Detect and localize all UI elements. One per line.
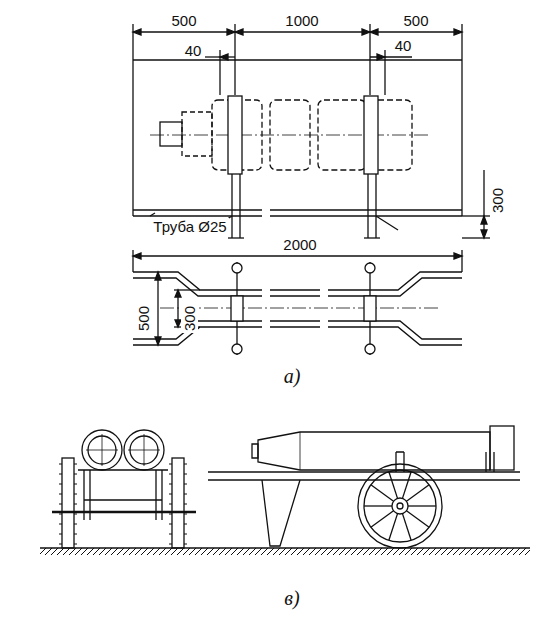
- wheel-spoke: [408, 505, 436, 506]
- dimension-label: 1000: [283, 12, 320, 29]
- wheel-spoke: [371, 485, 394, 501]
- wheel-tooth: [169, 534, 187, 535]
- wheel-tooth: [169, 504, 187, 505]
- wheel-tooth: [169, 494, 187, 495]
- wheel-tooth: [59, 464, 77, 465]
- wheel-spoke: [406, 485, 429, 501]
- wheel-spoke: [389, 472, 398, 499]
- dimension-label: 40: [393, 37, 414, 54]
- dimension-label: 40: [183, 42, 204, 59]
- elevation-view: [133, 24, 490, 238]
- wheel-spoke: [402, 514, 411, 541]
- wheel-tooth: [169, 474, 187, 475]
- dimension-label: 2000: [281, 236, 318, 253]
- figure-letter: в): [282, 587, 301, 609]
- wheel-tooth: [59, 524, 77, 525]
- wheel-tooth: [59, 484, 77, 485]
- wheel-spoke: [406, 511, 429, 527]
- wheel-tooth: [59, 494, 77, 495]
- wheel-spoke: [371, 511, 394, 527]
- wheel-tooth: [59, 544, 77, 545]
- dimension-label: Труба Ø25: [151, 218, 228, 235]
- wheel-tooth: [169, 544, 187, 545]
- wheel-tooth: [59, 474, 77, 475]
- wheel-spoke: [389, 514, 398, 541]
- wheel-tooth: [169, 524, 187, 525]
- dimension-label: 500: [401, 12, 430, 29]
- wheel-tooth: [169, 464, 187, 465]
- plan-view: [133, 250, 462, 355]
- dimension-label: 300: [182, 303, 199, 332]
- wheel-tooth: [169, 514, 187, 515]
- wheel-tooth: [59, 504, 77, 505]
- dimension-label: 500: [169, 12, 198, 29]
- wheel-spoke: [402, 472, 411, 499]
- wheel-tooth: [169, 484, 187, 485]
- wheel-tooth: [59, 514, 77, 515]
- wheel-spoke: [364, 505, 392, 506]
- cart-views: [40, 426, 530, 555]
- wheel-tooth: [59, 534, 77, 535]
- dimension-label: 300: [490, 185, 507, 214]
- figure-letter: а): [282, 365, 303, 387]
- dimension-label: 500: [136, 303, 153, 332]
